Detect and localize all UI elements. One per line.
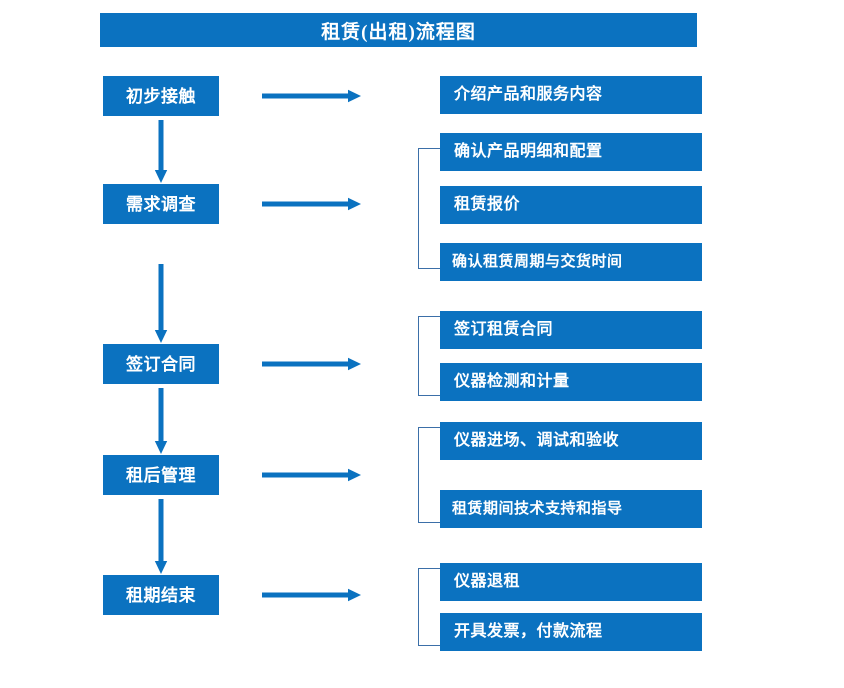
- arrow-right-stage1: [262, 197, 362, 211]
- page-title: 租赁(出租)流程图: [100, 13, 697, 47]
- bracket-group-zuqi-jieshu: [418, 568, 440, 646]
- detail-box-yiqi-jinchang-tiaoshi[interactable]: 仪器进场、调试和验收: [440, 422, 702, 460]
- arrow-right-stage3: [262, 468, 362, 482]
- arrow-right-stage2: [262, 357, 362, 371]
- arrow-right-stage4: [262, 588, 362, 602]
- arrow-down-stage3-to-stage4: [154, 499, 168, 575]
- detail-box-qianding-zulin-hetong[interactable]: 签订租赁合同: [440, 311, 702, 349]
- detail-box-queren-chanpin-mingxi[interactable]: 确认产品明细和配置: [440, 133, 702, 171]
- arrow-down-stage1-to-stage2: [154, 264, 168, 344]
- arrow-down-stage0-to-stage1: [154, 120, 168, 184]
- arrow-right-stage0: [262, 89, 362, 103]
- stage-box-zuhou-guanli[interactable]: 租后管理: [103, 455, 219, 495]
- detail-box-zulin-baojia[interactable]: 租赁报价: [440, 186, 702, 224]
- detail-box-queren-zulin-zhouqi[interactable]: 确认租赁周期与交货时间: [440, 243, 702, 281]
- detail-box-yiqi-tuizu[interactable]: 仪器退租: [440, 563, 702, 601]
- detail-box-yiqi-jiance-jiliang[interactable]: 仪器检测和计量: [440, 363, 702, 401]
- bracket-group-zuhou-guanli: [418, 427, 440, 523]
- detail-box-jieshao-chanpin-fuwu[interactable]: 介绍产品和服务内容: [440, 76, 702, 114]
- stage-box-zuqi-jieshu[interactable]: 租期结束: [103, 575, 219, 615]
- detail-box-zulin-qijian-jishu-zhichi[interactable]: 租赁期间技术支持和指导: [440, 490, 702, 528]
- stage-box-xuqiu-diaocha[interactable]: 需求调查: [103, 184, 219, 224]
- detail-box-kaiju-fapiao-fukuan[interactable]: 开具发票，付款流程: [440, 613, 702, 651]
- bracket-group-xuqiu-diaocha: [418, 148, 440, 269]
- arrow-down-stage2-to-stage3: [154, 388, 168, 455]
- bracket-group-qianding-hetong: [418, 316, 440, 396]
- stage-box-chubu-jiechu[interactable]: 初步接触: [103, 76, 219, 116]
- stage-box-qianding-hetong[interactable]: 签订合同: [103, 344, 219, 384]
